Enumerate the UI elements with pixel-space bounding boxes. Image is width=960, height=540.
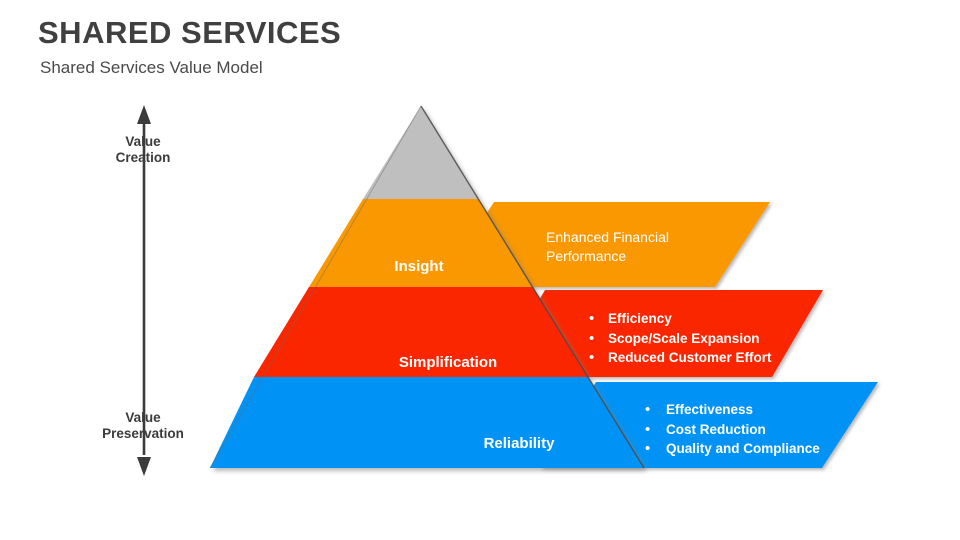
pyramid-apex-tier[interactable] (363, 106, 479, 199)
pyramid-tier-label-reliability: Reliability (484, 435, 556, 452)
banner-simplification-shape (494, 290, 823, 377)
pyramid-tier-simplification-shape (254, 287, 588, 377)
bullet-icon: • (645, 401, 650, 418)
banner-insight-text: Enhanced Financial Performance (546, 229, 669, 264)
banner-simplification-text: • Efficiency • Scope/Scale Expansion • R… (589, 310, 772, 366)
banner-insight-shape (439, 202, 770, 287)
banner-simplification[interactable] (494, 290, 823, 377)
pyramid-left-edge (209, 105, 422, 469)
pyramid-apex-shape (363, 106, 479, 199)
bullet-icon: • (645, 421, 650, 438)
pyramid-tier-insight-shape (309, 199, 533, 287)
pyramid-tier-simplification[interactable] (254, 287, 588, 377)
banner-reliability-text: • Effectiveness • Cost Reduction • Quali… (645, 401, 820, 457)
bullet-icon: • (645, 440, 650, 457)
banner-reliability-item-2: Cost Reduction (666, 422, 766, 437)
banner-reliability-item-1: Effectiveness (666, 402, 753, 417)
arrow-up-icon (137, 105, 151, 124)
bullet-icon: • (589, 349, 594, 366)
pyramid-outline (209, 105, 645, 469)
banner-simplification-item-2: Scope/Scale Expansion (608, 331, 760, 346)
banner-insight-line-2: Performance (546, 248, 626, 264)
pyramid-tier-reliability-shape (210, 377, 644, 468)
banner-simplification-item-1: Efficiency (608, 311, 672, 326)
page-subtitle: Shared Services Value Model (40, 58, 263, 78)
pyramid-tier-reliability[interactable] (210, 377, 644, 468)
banner-insight-line-1: Enhanced Financial (546, 229, 669, 245)
pyramid-tier-insight[interactable] (309, 199, 533, 287)
pyramid-tier-label-simplification: Simplification (399, 354, 497, 371)
banner-insight[interactable] (439, 202, 770, 287)
pyramid-right-edge (420, 105, 645, 469)
value-axis (137, 105, 151, 476)
bullet-icon: • (589, 330, 594, 347)
bullet-icon: • (589, 310, 594, 327)
header-block: SHARED SERVICES Shared Services Value Mo… (38, 15, 342, 78)
banner-reliability-item-3: Quality and Compliance (666, 441, 820, 456)
banner-simplification-item-3: Reduced Customer Effort (608, 350, 772, 365)
pyramid-tier-label-insight: Insight (394, 258, 443, 275)
page-title: SHARED SERVICES (38, 15, 342, 50)
arrow-down-icon (137, 457, 151, 476)
